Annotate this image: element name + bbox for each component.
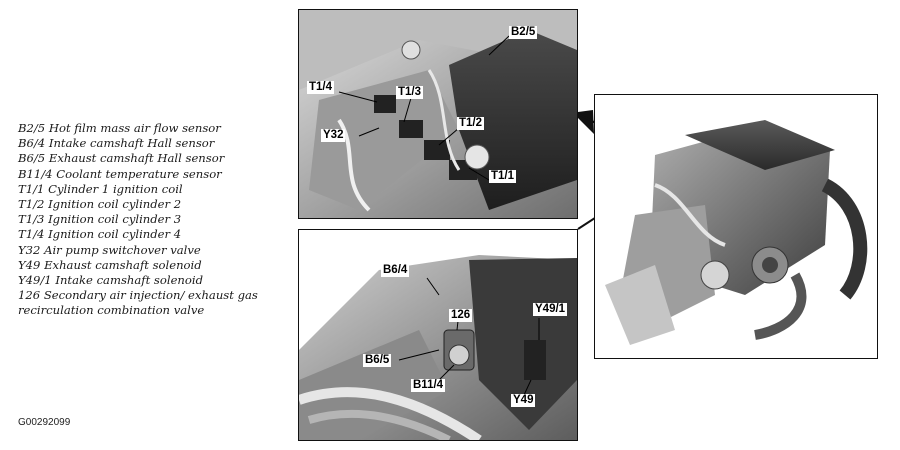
callout-y49-1: Y49/1 <box>533 303 568 316</box>
legend-item-b11-4: B11/4 Coolant temperature sensor <box>18 166 222 181</box>
legend-item-y49-1: Y49/1 Intake camshaft solenoid <box>18 273 204 288</box>
callout-b6-5: B6/5 <box>363 354 392 367</box>
callout-b6-4: B6/4 <box>381 264 410 277</box>
top-engine-illustration <box>299 10 577 218</box>
legend-item-b6-5: B6/5 Exhaust camshaft Hall sensor <box>18 151 225 166</box>
legend-item-b6-4: B6/4 Intake camshaft Hall sensor <box>18 136 215 151</box>
legend-item-t1-3: T1/3 Ignition coil cylinder 3 <box>18 212 182 227</box>
callout-t1-4: T1/4 <box>307 81 335 94</box>
legend-item-b2-5: B2/5 Hot film mass air flow sensor <box>18 121 221 135</box>
figure-id: G00292099 <box>18 417 71 428</box>
legend-item-y32: Y32 Air pump switchover valve <box>18 242 201 257</box>
callout-126: 126 <box>449 309 473 322</box>
bottom-engine-illustration <box>299 230 577 440</box>
bottom-detail-panel: B6/4 126 Y49/1 B6/5 B11/4 Y49 <box>298 229 578 441</box>
callout-y49: Y49 <box>511 394 536 407</box>
full-engine-illustration <box>595 95 877 358</box>
callout-y32: Y32 <box>321 129 346 142</box>
legend-item-y49: Y49 Exhaust camshaft solenoid <box>18 257 202 272</box>
callout-t1-3: T1/3 <box>396 86 424 99</box>
legend-item-t1-1: T1/1 Cylinder 1 ignition coil <box>18 181 183 196</box>
legend-item-t1-2: T1/2 Ignition coil cylinder 2 <box>18 197 182 212</box>
legend-item-126-cont: recirculation combination valve <box>18 303 205 318</box>
callout-b11-4: B11/4 <box>411 379 446 392</box>
top-detail-panel: B2/5 T1/4 T1/3 Y32 T1/2 T1/1 <box>298 9 578 219</box>
legend-item-126: 126 Secondary air injection/ exhaust gas <box>18 288 258 303</box>
legend-item-t1-4: T1/4 Ignition coil cylinder 4 <box>18 227 182 242</box>
callout-b2-5: B2/5 <box>509 26 538 39</box>
callout-t1-1: T1/1 <box>489 170 517 183</box>
component-legend: B2/5 Hot film mass air flow sensor B6/4 … <box>18 121 288 319</box>
full-engine-panel <box>594 94 878 359</box>
callout-t1-2: T1/2 <box>457 117 485 130</box>
